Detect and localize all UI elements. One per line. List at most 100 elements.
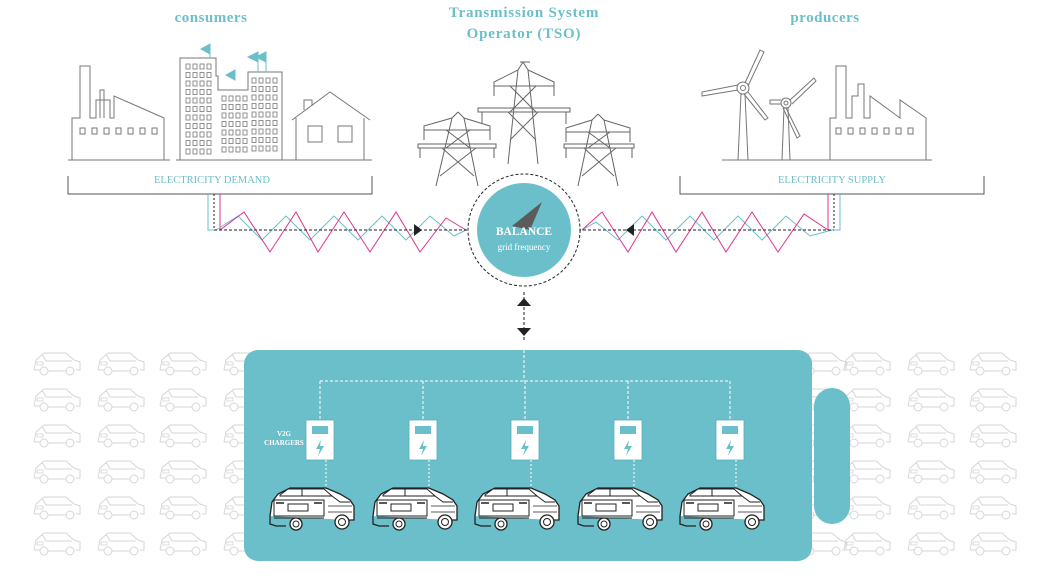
electricity-supply-label: ELECTRICITY SUPPLY: [778, 175, 886, 186]
background-car-icon: [843, 532, 891, 556]
background-car-icon: [159, 352, 207, 376]
window: [199, 89, 205, 95]
background-car-icon: [969, 496, 1017, 520]
window: [228, 121, 234, 127]
window: [272, 111, 278, 118]
window: [221, 129, 227, 136]
window: [185, 72, 191, 78]
window: [272, 128, 278, 135]
background-car-icon: [969, 352, 1017, 376]
background-car-icon: [907, 532, 955, 556]
background-car-icon: [969, 424, 1017, 448]
window: [228, 95, 234, 102]
background-car-icon: [159, 424, 207, 448]
window: [242, 146, 248, 153]
demand-arrow-icon: [414, 224, 422, 236]
window: [206, 106, 212, 112]
producer-factory-windows: [835, 127, 914, 135]
window: [242, 104, 248, 110]
background-car-icon: [907, 352, 955, 376]
charger-connector-lines: [319, 381, 731, 420]
window: [235, 146, 241, 153]
window: [199, 148, 205, 155]
window: [192, 131, 198, 138]
window: [192, 80, 198, 87]
tso-to-fleet-connector: [517, 292, 531, 340]
window: [221, 138, 227, 144]
window: [199, 63, 205, 70]
background-car-icon: [907, 388, 955, 412]
window: [185, 123, 191, 129]
window: [251, 86, 257, 92]
window: [242, 121, 248, 127]
v2g-label-line1: V2G: [277, 430, 292, 438]
window: [206, 140, 212, 146]
window: [199, 97, 205, 104]
charger-icon: [715, 419, 745, 461]
window: [228, 112, 234, 119]
window: [272, 86, 278, 92]
producers-illustration: [701, 49, 932, 161]
window: [192, 72, 198, 78]
window: [265, 111, 271, 118]
window: [265, 103, 271, 109]
window: [192, 140, 198, 146]
window: [221, 104, 227, 110]
background-car-icon: [33, 352, 81, 376]
window: [251, 94, 257, 101]
charger-icon: [305, 419, 335, 461]
window: [192, 114, 198, 121]
window: [206, 97, 212, 104]
window: [251, 120, 257, 126]
window: [272, 94, 278, 101]
window: [221, 112, 227, 119]
transmission-pylons: [417, 61, 635, 187]
window: [235, 138, 241, 144]
background-car-icon: [97, 532, 145, 556]
window: [242, 129, 248, 136]
window: [192, 106, 198, 112]
demand-waves: [207, 194, 470, 253]
electricity-demand-label: ELECTRICITY DEMAND: [154, 175, 270, 186]
gauge-needle-icon: [512, 202, 542, 230]
background-car-icon: [907, 496, 955, 520]
background-car-icon: [33, 460, 81, 484]
background-car-icon: [159, 388, 207, 412]
window: [242, 112, 248, 119]
window: [192, 148, 198, 155]
window: [206, 114, 212, 121]
building-windows: [185, 63, 278, 155]
supply-arrow-icon: [626, 224, 634, 236]
window: [185, 80, 191, 87]
window: [228, 146, 234, 153]
window: [228, 104, 234, 110]
window: [185, 106, 191, 112]
window: [258, 145, 264, 152]
window: [221, 146, 227, 153]
flag-icons: [199, 43, 267, 81]
window: [258, 120, 264, 126]
window: [185, 63, 191, 70]
background-car-icon: [97, 424, 145, 448]
window: [251, 137, 257, 143]
window: [258, 111, 264, 118]
background-car-icon: [33, 532, 81, 556]
window: [272, 120, 278, 126]
window: [199, 80, 205, 87]
balance-gauge: BALANCE grid frequency: [467, 173, 581, 287]
window: [206, 131, 212, 138]
window: [272, 77, 278, 84]
tso-heading-line2: Operator (TSO): [467, 26, 582, 42]
window: [185, 114, 191, 121]
tso-heading-line1: Transmission System: [449, 5, 599, 21]
background-car-icon: [843, 352, 891, 376]
window: [272, 103, 278, 109]
up-arrow-icon: [517, 298, 531, 306]
background-car-icon: [969, 388, 1017, 412]
background-car-icon: [33, 388, 81, 412]
window: [258, 94, 264, 101]
window: [206, 72, 212, 78]
background-car-icon: [907, 424, 955, 448]
factory-windows: [79, 127, 158, 135]
window: [192, 97, 198, 104]
